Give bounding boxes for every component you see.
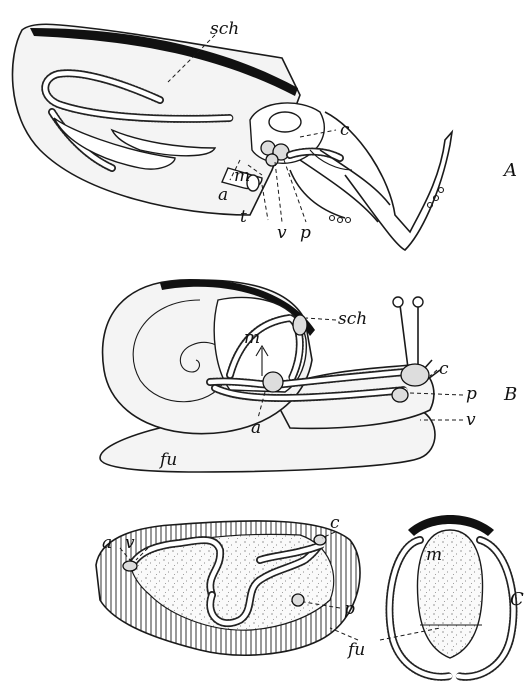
label-b-fu: fu bbox=[158, 450, 177, 470]
label-a-t: t bbox=[240, 207, 247, 227]
label-a-m: m bbox=[234, 166, 250, 186]
label-b-p: p bbox=[466, 384, 477, 404]
label-c-c: c bbox=[330, 513, 340, 533]
label-c-v: v bbox=[125, 533, 135, 553]
label-b-m: m bbox=[244, 328, 260, 348]
label-c-p: p bbox=[344, 599, 355, 619]
label-b-v: v bbox=[466, 410, 476, 430]
panel-b-letter: B bbox=[503, 384, 517, 405]
panel-c-letter: C bbox=[510, 589, 524, 610]
panel-b: sch m c p v a fu B bbox=[100, 279, 517, 472]
label-a-p: p bbox=[300, 223, 311, 243]
label-b-sch: sch bbox=[338, 309, 367, 329]
label-b-c: c bbox=[439, 359, 449, 379]
label-b-a: a bbox=[251, 418, 261, 438]
panel-a-letter: A bbox=[502, 160, 517, 181]
panel-c: a v c p fu m C bbox=[96, 513, 524, 677]
label-c-a: a bbox=[102, 533, 112, 553]
label-a-a: a bbox=[218, 185, 228, 205]
label-a-sch: sch bbox=[210, 19, 239, 39]
cephalopod-eye bbox=[269, 112, 301, 132]
panel-a: sch c a m t v p A bbox=[12, 19, 517, 250]
label-c-fu: fu bbox=[346, 640, 365, 660]
label-a-c: c bbox=[340, 120, 350, 140]
label-a-v: v bbox=[277, 223, 287, 243]
label-c-m: m bbox=[426, 545, 442, 565]
